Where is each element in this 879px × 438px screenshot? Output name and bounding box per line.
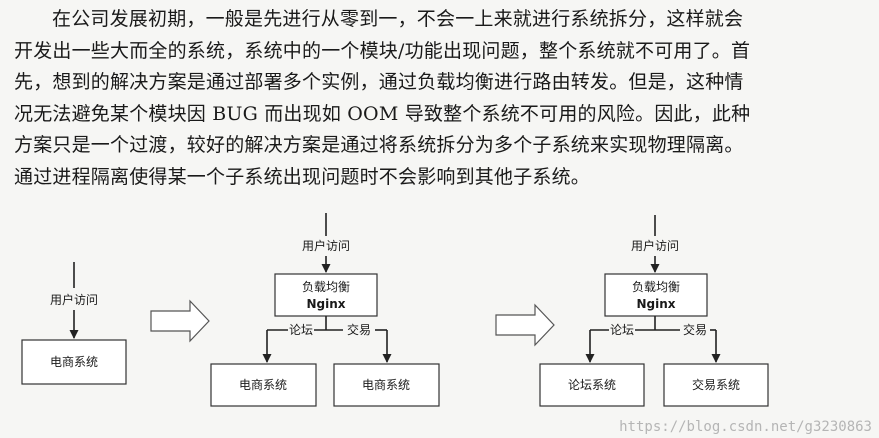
body-paragraph: 在公司发展初期，一般是先进行从零到一，不会一上来就进行系统拆分，这样就会 开发出… (14, 4, 874, 193)
stage3-forum-system-label: 论坛系统 (568, 378, 616, 392)
stage3-load-balancer-box (604, 273, 708, 317)
stage2-lb-label: 负载均衡 (302, 280, 350, 294)
stage3-forum-system-box (539, 363, 645, 407)
stage2-left-system-box (210, 363, 317, 407)
stage2-left-system-label: 电商系统 (239, 377, 287, 392)
transition-arrow-icon (495, 303, 555, 347)
paragraph-line: 方案只是一个过渡，较好的解决方案是通过将系统拆分为多个子系统来实现物理隔离。 (14, 134, 744, 156)
paragraph-line: 先，想到的解决方案是通过部署多个实例，通过负载均衡进行路由转发。但是，这种情 (14, 71, 744, 93)
transition-arrow-icon (150, 299, 210, 343)
paragraph-line: 通过进程隔离使得某一个子系统出现问题时不会影响到其他子系统。 (14, 165, 591, 188)
stage3-trade-system-box (663, 363, 769, 407)
stage2-right-system-label: 电商系统 (362, 377, 410, 392)
stage2-load-balancer-box (274, 273, 378, 317)
paragraph-line: 开发出一些大而全的系统，系统中的一个模块/功能出现问题，整个系统就不可用了。首 (14, 39, 751, 62)
stage1-system-label: 电商系统 (50, 354, 98, 369)
stage1-diagram: 用户访问 电商系统 (21, 262, 127, 385)
stage2-nginx-label: Nginx (306, 297, 345, 311)
stage3-user-access-label: 用户访问 (631, 238, 679, 253)
stage3-lb-label: 负载均衡 (632, 280, 680, 294)
stage1-user-access-label: 用户访问 (50, 292, 98, 307)
paragraph-line: 况无法避免某个模块因 BUG 而出现如 OOM 导致整个系统不可用的风险。因此，… (14, 102, 751, 125)
stage3-route-left-label: 论坛 (610, 323, 634, 337)
stage2-diagram: 用户访问 负载均衡 Nginx 论坛 交易 电商系统 电商系统 (210, 213, 440, 407)
paragraph-line: 在公司发展初期，一般是先进行从零到一，不会一上来就进行系统拆分，这样就会 (52, 8, 744, 30)
stage2-right-system-box (333, 363, 440, 407)
stage2-route-left-label: 论坛 (289, 323, 313, 337)
stage3-nginx-label: Nginx (636, 297, 675, 311)
watermark-text: https://blog.csdn.net/g3230863 (619, 419, 872, 435)
stage3-trade-system-label: 交易系统 (692, 377, 740, 392)
stage1-system-box (21, 339, 127, 385)
stage3-diagram: 用户访问 负载均衡 Nginx 论坛 交易 论坛系统 交易系统 (539, 215, 769, 407)
stage3-route-right-label: 交易 (683, 322, 707, 337)
stage2-route-right-label: 交易 (347, 322, 371, 337)
stage2-user-access-label: 用户访问 (302, 238, 350, 253)
